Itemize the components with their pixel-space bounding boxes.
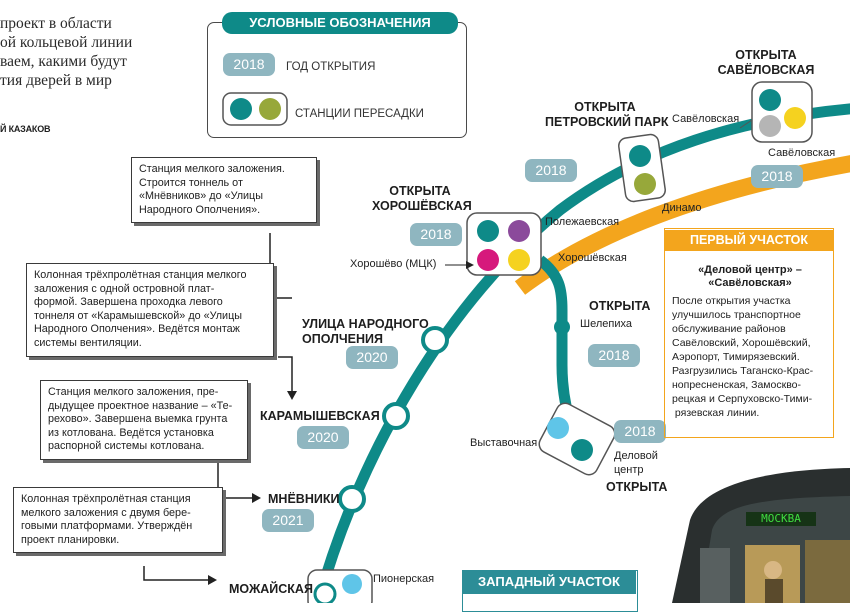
big-circle-line [312,103,850,603]
legend-dot-olive [259,98,281,120]
petrovsky-year: 2018 [525,159,577,182]
narodnogo-note: Колонная трёхпролётная станция мелкого з… [26,263,274,357]
legend-transfer-frame [222,92,288,126]
pionerskaya-label: Пионерская [373,573,435,585]
arrow-head-karamyshevskaya [252,493,261,503]
delovoy-status: ОТКРЫТА [606,480,668,494]
mnevniki-name: МНЁВНИКИ [268,492,340,506]
delovoy-teal [571,439,593,461]
first-section-title: ПЕРВЫЙ УЧАСТОК [664,230,834,251]
savelovskaya-year: 2018 [751,165,803,188]
legend-dot-teal [230,98,252,120]
khoroshevskaya-yellow [508,249,530,271]
narodnogo-year: 2020 [346,346,398,369]
delovoy-cyan [547,417,569,439]
khoroshevskaya-status: ОТКРЫТА ХОРОШЁВСКАЯ [372,184,472,213]
legend-transfer-text: СТАНЦИИ ПЕРЕСАДКИ [295,108,424,120]
station-mnevniki-circle[interactable] [338,485,366,513]
mnevniki-year: 2021 [262,509,314,532]
arrow-narodnogo-note [278,356,293,393]
khoroshevo-mck-label: Хорошёво (МЦК) [350,258,437,270]
khoroshevskaya-year: 2018 [410,223,462,246]
train-photo [672,468,850,603]
khoroshevskaya-magenta [477,249,499,271]
mozhaiskaya-name: МОЖАЙСКАЯ [229,582,313,596]
petrovsky-olive [634,173,656,195]
savelovskaya-yellow [784,107,806,129]
shelepikha-dot [554,319,570,335]
legend-box [207,22,467,138]
petrovsky-teal [629,145,651,167]
legend-title: УСЛОВНЫЕ ОБОЗНАЧЕНИЯ [222,12,458,34]
petrovsky-status: ОТКРЫТА ПЕТРОВСКИЙ ПАРК [545,100,669,129]
arrow-karamyshevskaya-note [217,462,254,499]
savelovskaya-label-1: Савёловская [672,113,740,125]
legend-year-text: ГОД ОТКРЫТИЯ [286,61,376,73]
arrow-head-mozhaiskaya [208,575,217,585]
dinamo-label: Динамо [662,202,702,214]
arrow-head-narodnogo [287,391,297,400]
shelepikha-label: Шелепиха [580,318,632,330]
mnevniki-note: Станция мелкого заложения. Строится тонн… [131,157,317,224]
arrow-mozhaiskaya-note [143,566,210,581]
karamyshevskaya-name: КАРАМЫШЕВСКАЯ [260,409,380,423]
karamyshevskaya-note: Станция мелкого заложения, пре- дыдущее … [40,380,248,460]
west-section-title: ЗАПАДНЫЙ УЧАСТОК [462,570,636,594]
khoroshevskaya-purple [508,220,530,242]
vystavochnaya-label: Выставочная [470,437,538,449]
savelovskaya-label-2: Савёловская [768,147,836,159]
savelovskaya-grey [759,115,781,137]
savelovskaya-teal [759,89,781,111]
mozhaiskaya-note: Колонная трёхпролётная станция мелкого з… [13,487,223,554]
karamyshevskaya-year: 2020 [297,426,349,449]
delovoy-year: 2018 [614,420,666,443]
train-display: МОСКВА [761,512,801,525]
khoroshevskaya-mcc-label: Хорошёвская [558,252,627,264]
delovoy-node[interactable] [536,400,618,478]
legend-year-pill: 2018 [223,53,275,76]
station-narodnogo-circle[interactable] [421,326,449,354]
narodnogo-name: УЛИЦА НАРОДНОГО ОПОЛЧЕНИЯ [302,317,429,346]
khoroshevo-arrow [466,261,474,269]
savelovskaya-status: ОТКРЫТА САВЁЛОВСКАЯ [717,48,815,77]
khoroshevskaya-node[interactable] [466,212,542,276]
shelepikha-status: ОТКРЫТА [589,299,651,313]
byline: Й КАЗАКОВ [0,124,51,134]
intro-text: проект в области ой кольцевой линии ваем… [0,15,133,89]
polezhaevskaya-label: Полежаевская [545,216,620,228]
station-karamyshevskaya-circle[interactable] [382,402,410,430]
shelepikha-year: 2018 [588,344,640,367]
first-section-subtitle: «Деловой центр» – «Савёловская» [698,264,802,289]
mozhaiskaya-cyan [342,574,362,594]
savelovskaya-link [739,119,753,129]
khoroshevskaya-teal [477,220,499,242]
first-section-body: После открытия участка улучшилось трансп… [672,295,814,419]
delovoy-label: Деловой центр [614,450,658,476]
first-section-box [664,228,834,438]
mozhaiskaya-white [313,582,337,603]
